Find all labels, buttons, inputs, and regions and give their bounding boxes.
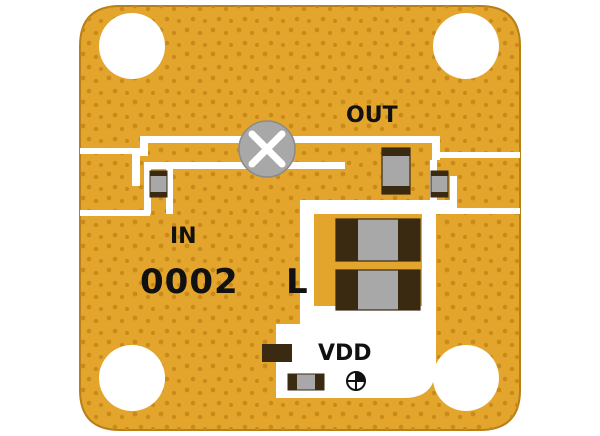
resistor-input: [149, 170, 168, 198]
label-out: OUT: [346, 103, 398, 128]
resistor-vdd: [287, 373, 325, 391]
label-in: IN: [170, 224, 197, 249]
capacitor-bottom: [335, 269, 421, 311]
circle-cross-icon: [346, 371, 366, 391]
x-cross-circle-icon: [238, 120, 296, 178]
mounting-hole-top-right: [433, 13, 499, 79]
label-variant: L: [286, 262, 308, 302]
resistor-output: [430, 170, 449, 198]
label-vdd: VDD: [318, 341, 372, 366]
mounting-hole-top-left: [99, 13, 165, 79]
mounting-hole-bottom-left: [99, 345, 165, 411]
mounting-hole-bottom-right: [433, 345, 499, 411]
capacitor-top: [335, 218, 421, 262]
choke-output: [381, 147, 411, 195]
label-part-number: 0002: [140, 262, 239, 302]
vdd-test-pad: [262, 344, 292, 362]
